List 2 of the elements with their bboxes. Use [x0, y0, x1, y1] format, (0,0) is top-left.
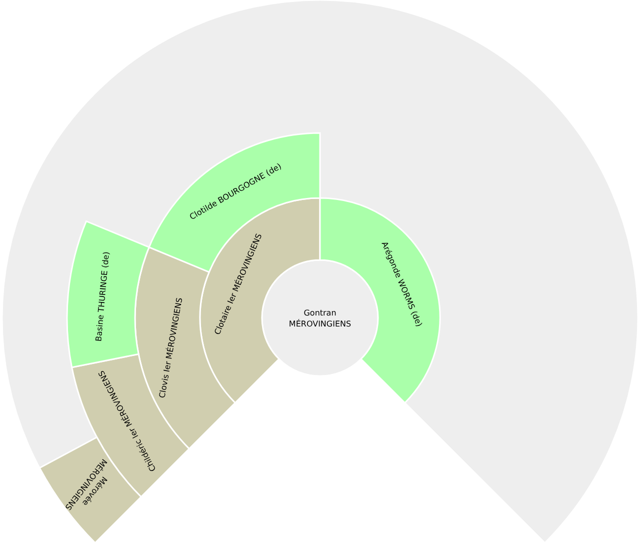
person-name: Basine THURINGE (de)	[94, 251, 111, 342]
person-name: Gontran MÉROVINGIENS	[288, 308, 352, 328]
